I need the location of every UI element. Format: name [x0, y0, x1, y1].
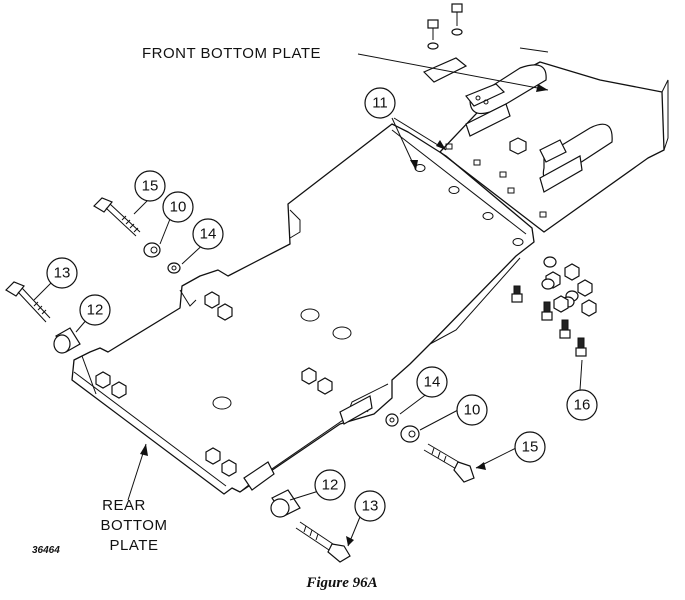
callout-12-left-text: 12 — [87, 302, 104, 319]
callout-15-bottom-text: 15 — [522, 439, 539, 456]
top-bolt-2 — [451, 3, 463, 36]
spacer-12-left — [53, 327, 81, 354]
callout-16: 16 — [566, 389, 598, 421]
rear-label-line2: BOTTOM — [101, 517, 168, 534]
hole — [300, 308, 320, 322]
callout-14-bottom: 14 — [416, 366, 448, 398]
callout-12-bottom-text: 12 — [322, 477, 339, 494]
hardware-cluster-16 — [511, 256, 597, 357]
bolt-15-bottom — [423, 443, 475, 483]
callout-13-left: 13 — [46, 257, 78, 289]
callout-15-top: 15 — [134, 170, 166, 202]
bolt-13-left — [5, 281, 51, 323]
callout-10-bottom-text: 10 — [464, 402, 481, 419]
washer-10-top — [143, 242, 161, 258]
front-bottom-plate-label: FRONT BOTTOM PLATE — [142, 45, 321, 62]
bracket-tab-lower — [539, 155, 583, 193]
callout-10-top-text: 10 — [170, 199, 187, 216]
callout-13-bottom: 13 — [354, 490, 386, 522]
bolt-15-top — [93, 197, 141, 237]
callout-14-top: 14 — [192, 218, 224, 250]
callout-16-text: 16 — [574, 397, 591, 414]
callout-11-text: 11 — [372, 95, 388, 112]
front-bottom-plate — [422, 3, 669, 233]
callout-11: 11 — [364, 87, 396, 119]
rear-label-line1: REAR — [102, 497, 146, 514]
top-bolt-1 — [427, 19, 439, 50]
bolt-13-bottom — [295, 521, 351, 563]
callout-10-bottom: 10 — [456, 394, 488, 426]
callout-14-bottom-text: 14 — [424, 374, 441, 391]
callout-10-top: 10 — [162, 191, 194, 223]
figure-number: 36464 — [32, 545, 60, 556]
pad-top-right — [465, 83, 506, 107]
u-bracket-upper — [469, 64, 547, 115]
callout-15-top-text: 15 — [142, 178, 159, 195]
front-plate-nut — [509, 137, 527, 155]
callout-13-left-text: 13 — [54, 265, 71, 282]
callout-12-left: 12 — [79, 294, 111, 326]
spacer-12-bottom — [270, 489, 301, 518]
washer-14-top — [167, 262, 181, 274]
leader-lines — [33, 53, 583, 547]
rear-label-line3: PLATE — [110, 537, 159, 554]
rear-bottom-plate — [71, 123, 535, 495]
callout-14-top-text: 14 — [200, 226, 217, 243]
figure-caption: Figure 96A — [305, 575, 377, 591]
washer-10-bottom — [400, 425, 420, 443]
washer-14-bottom — [385, 413, 399, 427]
callout-15-bottom: 15 — [514, 431, 546, 463]
u-bracket-lower — [542, 123, 613, 181]
callout-12-bottom: 12 — [314, 469, 346, 501]
callout-13-bottom-text: 13 — [362, 498, 379, 515]
bracket-tab — [465, 103, 511, 137]
